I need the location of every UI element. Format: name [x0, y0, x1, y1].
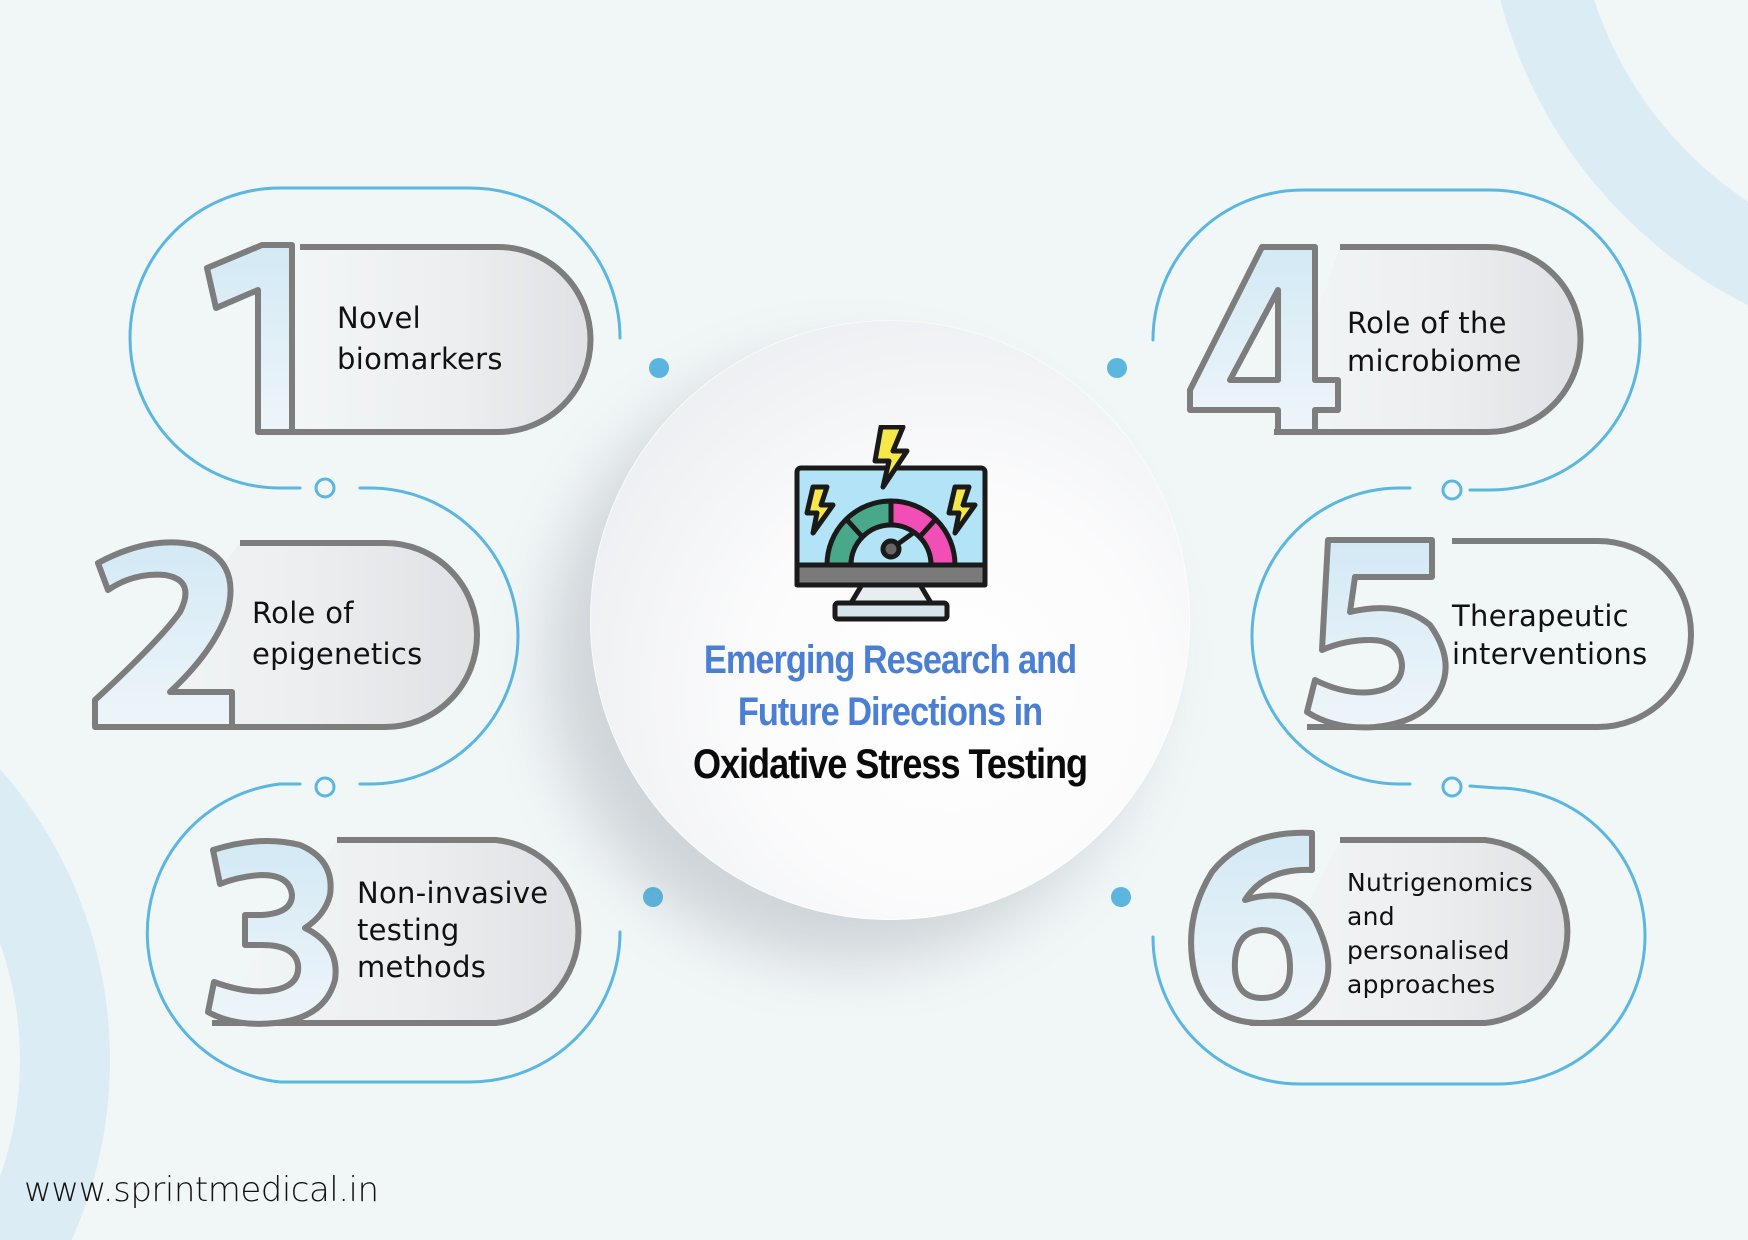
item-6-line-3: personalised — [1347, 936, 1510, 965]
item-1-line-2: biomarkers — [337, 342, 503, 376]
item-6-line-1: Nutrigenomics — [1347, 868, 1533, 897]
title-line-1: Emerging Research and — [703, 638, 1077, 682]
item-3-line-1: Non-invasive — [357, 876, 549, 910]
connector-ring — [314, 477, 336, 499]
item-4-line-1: Role of the — [1347, 306, 1507, 340]
title-line-2: Future Directions in — [737, 690, 1043, 734]
item-3-line-3: methods — [357, 950, 487, 984]
title-line-3: Oxidative Stress Testing — [692, 740, 1088, 787]
item-2-label: Role of epigenetics — [252, 593, 423, 675]
connector-ring — [1441, 479, 1463, 501]
item-4-line-2: microbiome — [1347, 344, 1522, 378]
digit-3 — [205, 838, 339, 1027]
connector-ring — [314, 776, 336, 798]
item-5-line-1: Therapeutic — [1452, 599, 1629, 633]
item-3-label: Non-invasive testing methods — [357, 875, 548, 986]
item-1-line-1: Novel — [337, 301, 421, 335]
item-2-line-2: epigenetics — [252, 637, 423, 671]
item-6-label: Nutrigenomics and personalised approache… — [1347, 866, 1533, 1002]
item-5-label: Therapeutic interventions — [1452, 597, 1648, 673]
item-2-line-1: Role of — [252, 596, 354, 630]
digit-6 — [1188, 829, 1332, 1026]
monitor-gauge-lightning-icon — [794, 425, 988, 622]
digit-5 — [1304, 537, 1449, 731]
item-1-label: Novel biomarkers — [337, 298, 503, 380]
digit-2 — [92, 539, 235, 730]
item-6-line-2: and — [1347, 902, 1395, 931]
connector-ring — [1441, 776, 1463, 798]
item-6-line-4: approaches — [1347, 970, 1496, 999]
item-5-line-2: interventions — [1452, 637, 1648, 671]
digit-1 — [204, 242, 295, 435]
center-title: Emerging Research and Future Directions … — [632, 634, 1148, 790]
website-url: www.sprintmedical.in — [24, 1170, 379, 1210]
item-3-line-2: testing — [357, 913, 460, 947]
item-4-label: Role of the microbiome — [1347, 304, 1522, 380]
digit-4 — [1187, 244, 1341, 435]
